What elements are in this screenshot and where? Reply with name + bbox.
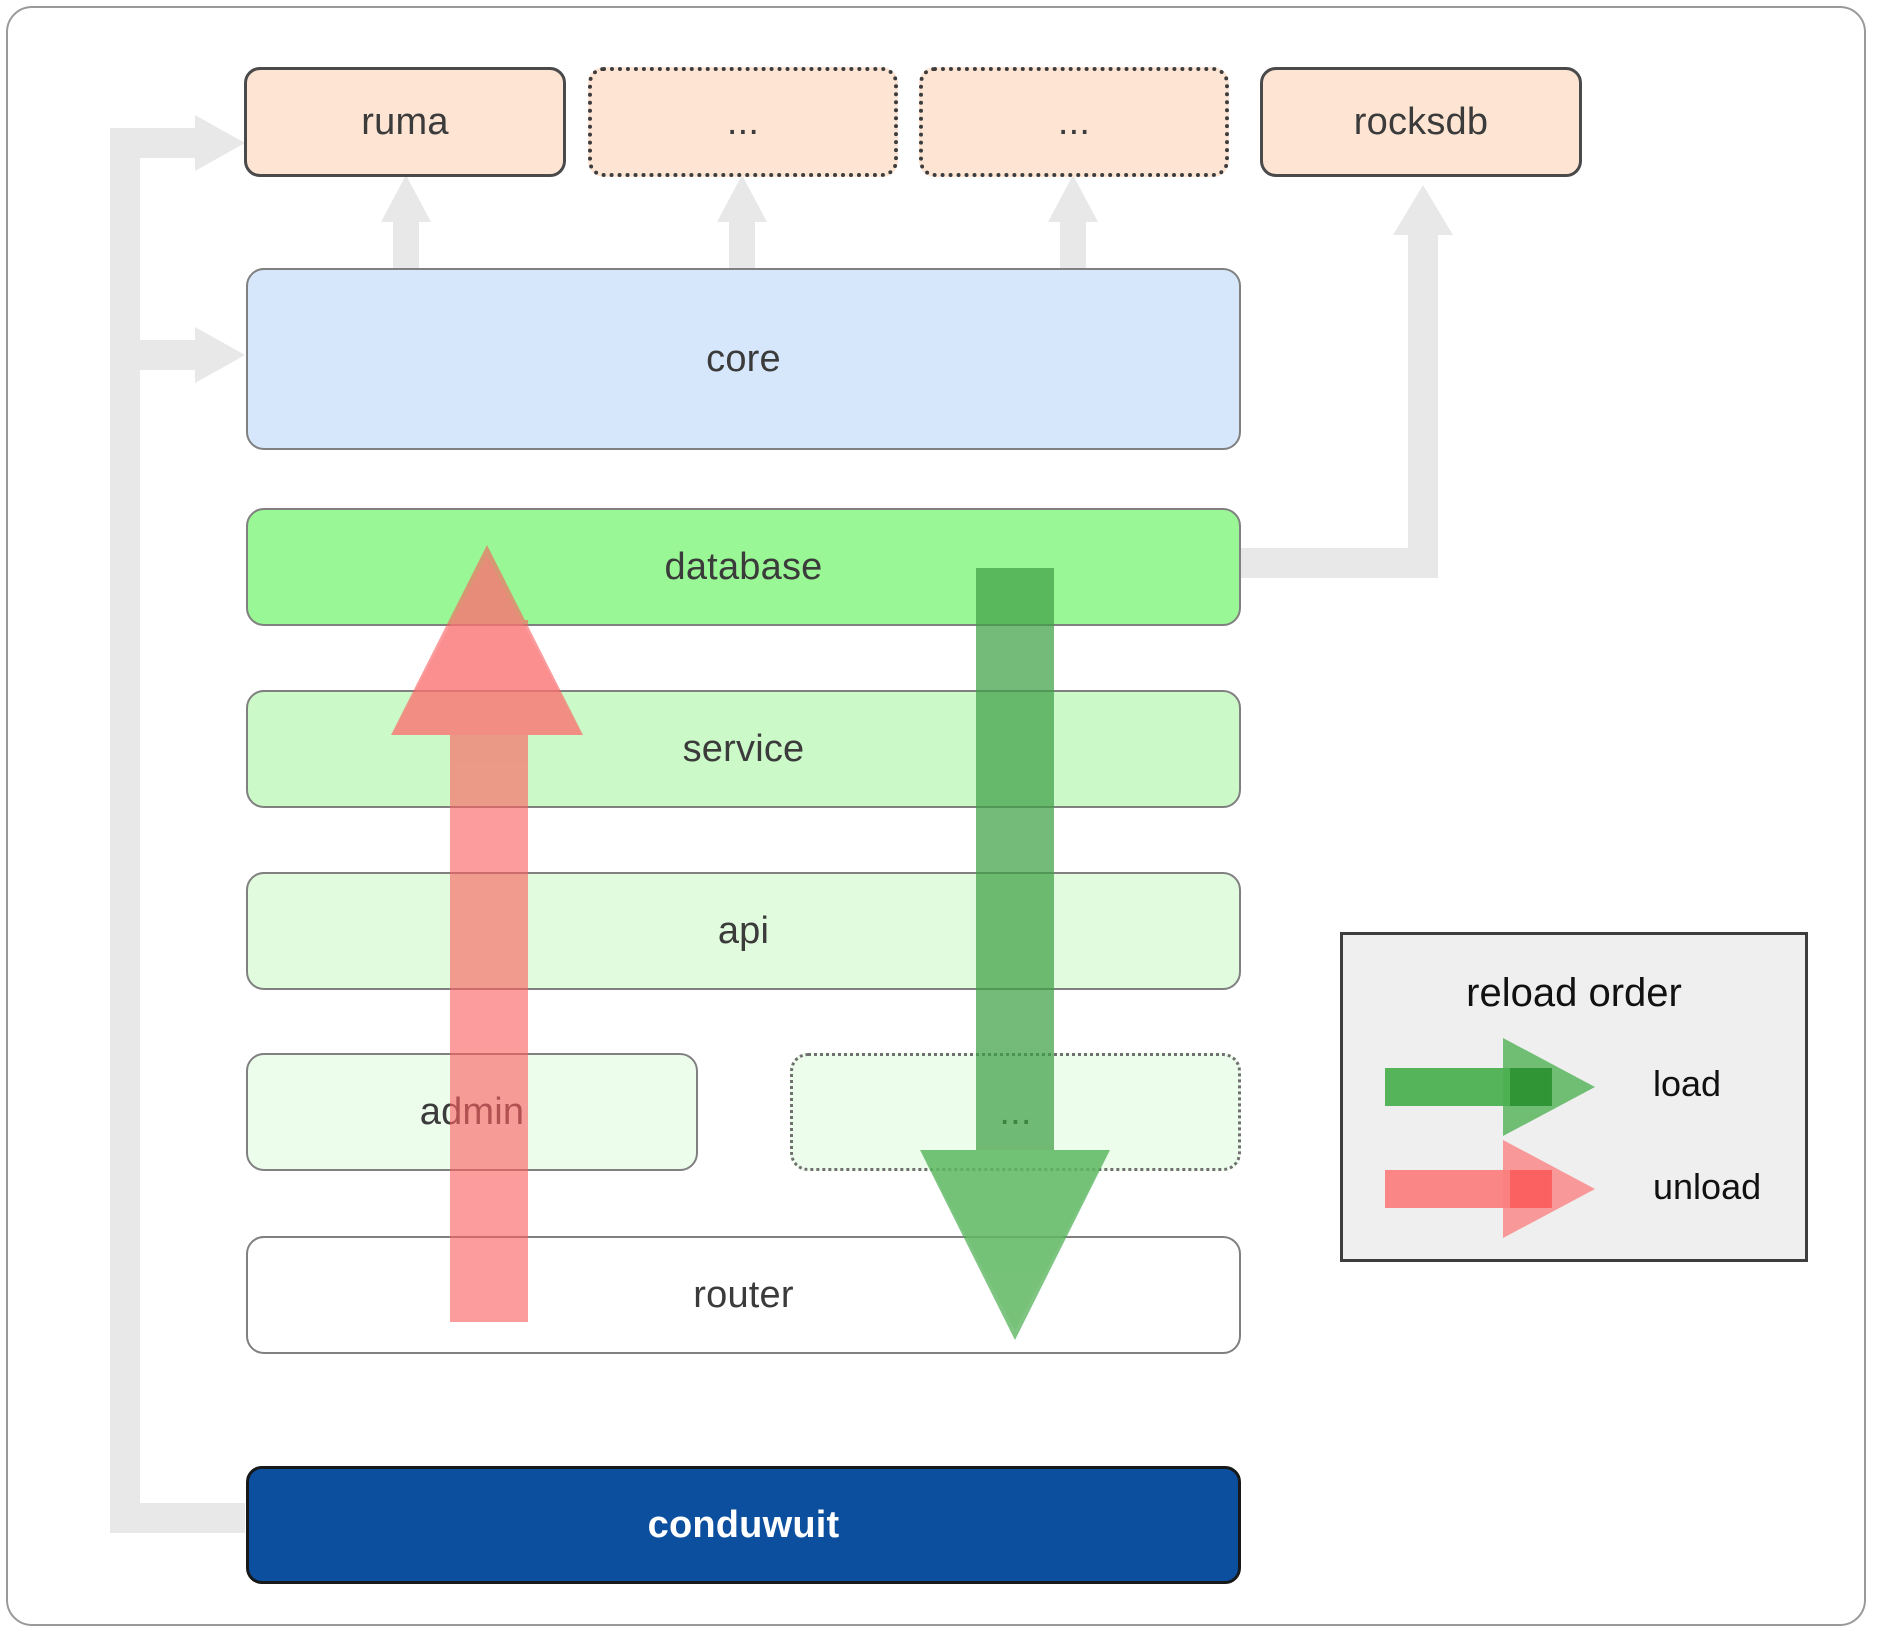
crate-label-ellipsis-2: ... <box>1057 100 1091 143</box>
crate-box-ellipsis-1[interactable]: ... <box>588 67 898 177</box>
layer-label-api: api <box>717 909 770 952</box>
app-label-conduwuit: conduwuit <box>647 1503 840 1546</box>
app-box-conduwuit[interactable]: conduwuit <box>246 1466 1241 1584</box>
layer-box-database[interactable]: database <box>246 508 1241 626</box>
layer-box-service[interactable]: service <box>246 690 1241 808</box>
legend-title: reload order <box>1466 971 1682 1015</box>
layer-label-service: service <box>682 727 805 770</box>
layer-box-core[interactable]: core <box>246 268 1241 450</box>
layer-label-admin: admin <box>419 1090 525 1133</box>
layer-label-ellipsis: ... <box>999 1090 1032 1133</box>
layer-box-admin[interactable]: admin <box>246 1053 698 1171</box>
crate-label-ellipsis-1: ... <box>726 100 760 143</box>
legend-panel: reload order load unload <box>1340 932 1808 1262</box>
layer-label-core: core <box>706 337 781 380</box>
crate-box-rocksdb[interactable]: rocksdb <box>1260 67 1582 177</box>
layer-box-ellipsis[interactable]: ... <box>790 1053 1241 1171</box>
crate-box-ellipsis-2[interactable]: ... <box>919 67 1229 177</box>
diagram-frame <box>6 6 1866 1626</box>
crate-box-ruma[interactable]: ruma <box>244 67 566 177</box>
crate-label-ruma: ruma <box>361 100 449 143</box>
layer-box-router[interactable]: router <box>246 1236 1241 1354</box>
layer-label-router: router <box>693 1273 794 1316</box>
crate-label-rocksdb: rocksdb <box>1353 100 1489 143</box>
layer-box-api[interactable]: api <box>246 872 1241 990</box>
layer-label-database: database <box>664 545 823 588</box>
legend-label-load: load <box>1653 1063 1722 1104</box>
legend-label-unload: unload <box>1653 1166 1762 1207</box>
